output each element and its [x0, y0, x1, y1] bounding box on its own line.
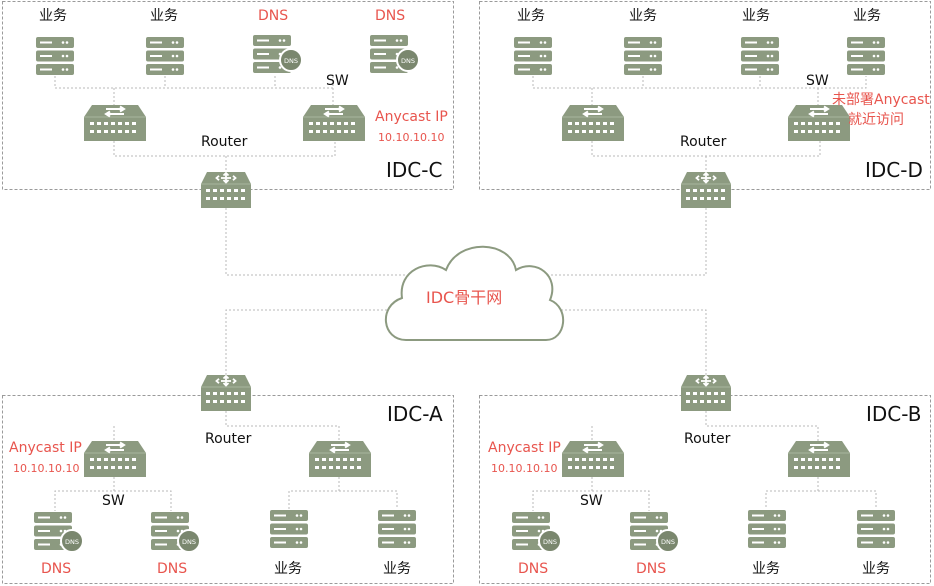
switch-label: SW — [102, 493, 125, 509]
idc-name: IDC-A — [387, 402, 443, 426]
server-icon — [748, 510, 786, 548]
business-label: 业务 — [853, 8, 881, 24]
server-icon — [514, 37, 552, 75]
business-label: 业务 — [150, 8, 178, 24]
business-label: 业务 — [862, 561, 890, 577]
switch-label: SW — [580, 493, 603, 509]
server-icon — [857, 510, 895, 548]
business-label: 业务 — [39, 8, 67, 24]
anycast-ip-address: 10.10.10.10 — [491, 462, 558, 475]
nearest-access-note: 就近访问 — [848, 112, 904, 128]
switch-icon — [787, 104, 851, 142]
dns-badge-text: DNS — [182, 538, 196, 546]
switch-icon — [83, 104, 147, 142]
dns-label: DNS — [636, 561, 667, 577]
idc-d-box — [479, 1, 931, 190]
server-icon — [270, 510, 308, 548]
switch-label: SW — [326, 73, 349, 89]
dns-badge-text: DNS — [661, 538, 675, 546]
server-icon — [847, 37, 885, 75]
business-label: 业务 — [517, 8, 545, 24]
business-label: 业务 — [752, 561, 780, 577]
server-icon — [624, 37, 662, 75]
dns-label: DNS — [157, 561, 188, 577]
idc-a-box — [2, 395, 454, 584]
dns-label: DNS — [518, 561, 549, 577]
business-label: 业务 — [742, 8, 770, 24]
dns-label: DNS — [375, 8, 406, 24]
anycast-ip-label: Anycast IP — [375, 109, 448, 125]
anycast-ip-label: Anycast IP — [9, 440, 82, 456]
idc-name: IDC-D — [865, 158, 923, 182]
idc-c-box — [2, 1, 454, 190]
switch-icon — [302, 104, 366, 142]
server-icon — [741, 37, 779, 75]
business-label: 业务 — [274, 561, 302, 577]
switch-icon — [561, 104, 625, 142]
links — [54, 76, 877, 511]
no-anycast-note: 未部署Anycast — [832, 92, 930, 108]
router-label: Router — [201, 134, 248, 150]
dns-badge-text: DNS — [401, 57, 415, 65]
dns-badge-text: DNS — [65, 538, 79, 546]
anycast-ip-label: Anycast IP — [488, 440, 561, 456]
router-icon — [680, 171, 732, 209]
cloud-icon — [385, 245, 565, 341]
server-icon — [36, 37, 74, 75]
business-label: 业务 — [383, 561, 411, 577]
dns-badge-text: DNS — [284, 57, 298, 65]
server-icon — [146, 37, 184, 75]
dns-badges — [60, 48, 680, 553]
router-icon — [680, 374, 732, 412]
router-icon — [200, 374, 252, 412]
router-label: Router — [205, 431, 252, 447]
switch-icon — [787, 440, 851, 478]
idc-name: IDC-C — [386, 158, 443, 182]
switch-icon — [83, 440, 147, 478]
dns-label: DNS — [41, 561, 72, 577]
idc-b-box — [479, 395, 931, 584]
backbone-label: IDC骨干网 — [426, 288, 503, 307]
anycast-ip-address: 10.10.10.10 — [13, 462, 80, 475]
router-label: Router — [680, 134, 727, 150]
server-icon — [378, 510, 416, 548]
idc-name: IDC-B — [866, 402, 922, 426]
dns-label: DNS — [258, 8, 289, 24]
switch-label: SW — [806, 73, 829, 89]
business-label: 业务 — [629, 8, 657, 24]
router-label: Router — [684, 431, 731, 447]
dns-badge-text: DNS — [543, 538, 557, 546]
switch-icon — [561, 440, 625, 478]
switch-icon — [308, 440, 372, 478]
router-icon — [200, 171, 252, 209]
anycast-ip-address: 10.10.10.10 — [378, 131, 445, 144]
